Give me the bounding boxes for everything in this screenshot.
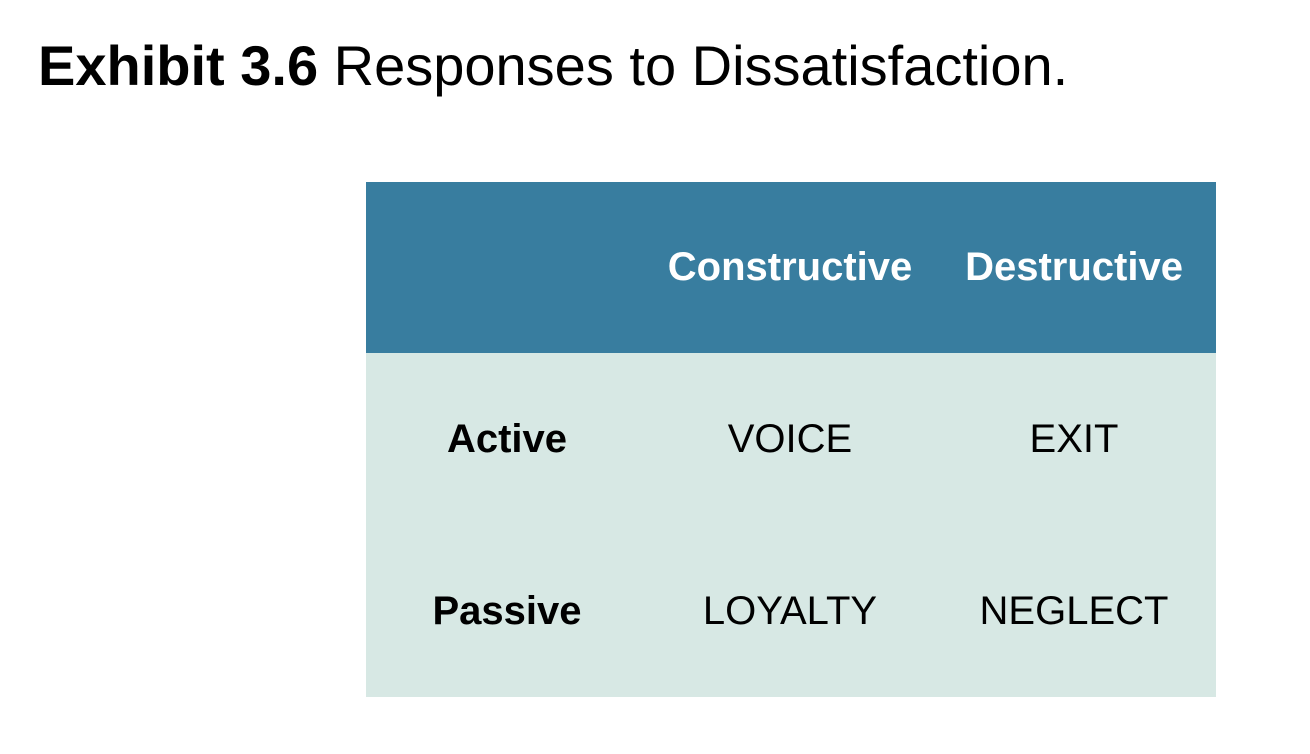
column-header-constructive: Constructive	[667, 245, 913, 289]
matrix-row-passive: Passive LOYALTY NEGLECT	[366, 525, 1216, 697]
matrix-row-active: Active VOICE EXIT	[366, 353, 1216, 525]
cell-voice: VOICE	[727, 416, 853, 461]
matrix-corner-cell	[366, 182, 648, 353]
exhibit-title: Exhibit 3.6 Responses to Dissatisfaction…	[38, 30, 1068, 102]
cell-loyalty: LOYALTY	[702, 588, 878, 633]
cell-neglect: NEGLECT	[979, 588, 1169, 633]
exhibit-caption: Responses to Dissatisfaction.	[333, 34, 1069, 97]
matrix-header-row: Constructive Destructive	[366, 182, 1216, 353]
exhibit-label: Exhibit 3.6	[38, 34, 319, 97]
row-header-passive: Passive	[432, 588, 582, 633]
cell-exit: EXIT	[1029, 416, 1119, 461]
row-header-active: Active	[446, 416, 568, 461]
column-header-destructive: Destructive	[965, 245, 1183, 289]
responses-matrix: Constructive Destructive Active VOICE EX…	[366, 182, 1216, 697]
